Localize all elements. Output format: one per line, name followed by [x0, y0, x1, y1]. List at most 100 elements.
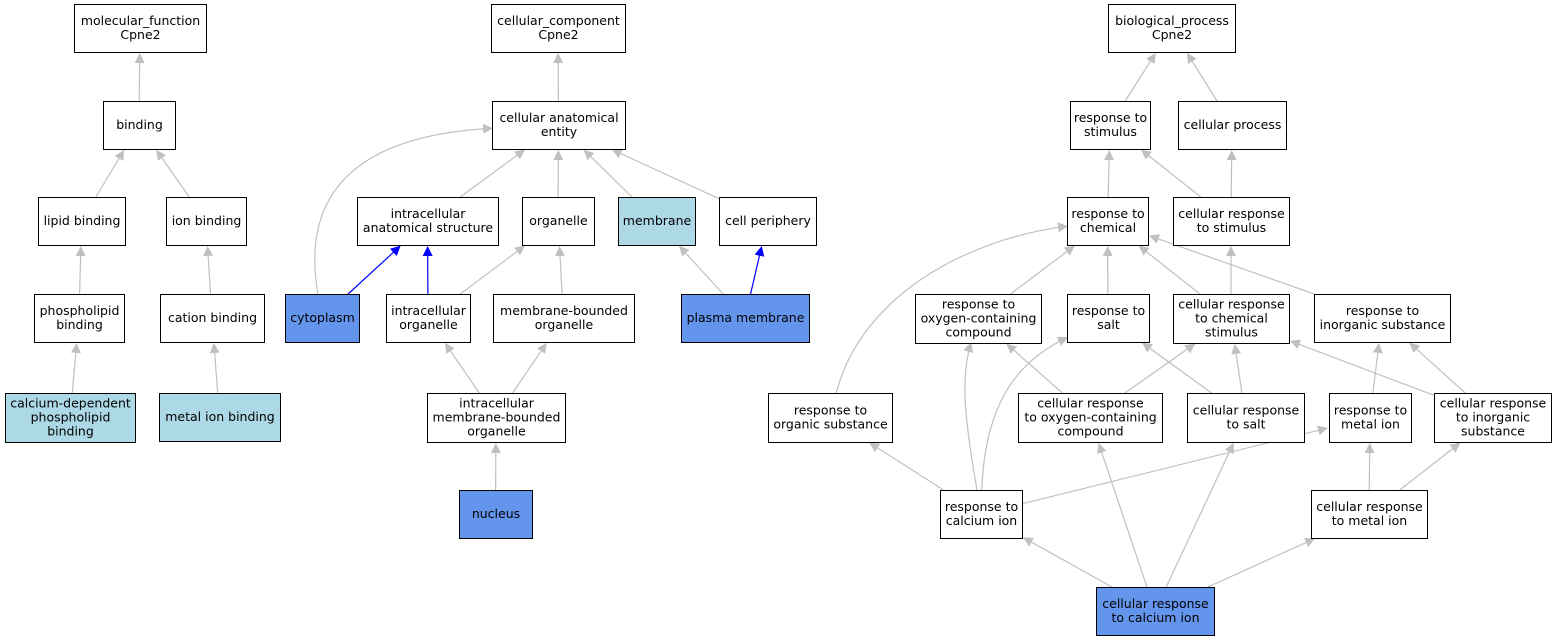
- edge-cdpb-to-phospholipid: [70, 342, 81, 394]
- node-label: stimulus: [1205, 325, 1258, 340]
- node-label: Cpne2: [1152, 27, 1192, 42]
- node-cytoplasm[interactable]: cytoplasm: [285, 294, 360, 343]
- edge-io-to-organelle: [459, 245, 526, 295]
- edge-ion-to-binding: [156, 149, 190, 198]
- node-label: to salt: [1226, 417, 1265, 432]
- node-label: cellular_component: [497, 13, 620, 28]
- edge-cytoplasm-to-ias: [347, 245, 401, 295]
- node-label: inorganic substance: [1320, 317, 1446, 332]
- node-box: [427, 393, 566, 443]
- node-label: stimulus: [1084, 124, 1137, 139]
- node-box: [159, 393, 281, 442]
- edge-cris-to-crcs: [1289, 339, 1435, 396]
- edge-crci-to-crsalt: [1165, 442, 1234, 588]
- node-box: [386, 294, 471, 343]
- node-box: [34, 294, 125, 343]
- node-cp[interactable]: cellular process: [1178, 101, 1287, 150]
- node-box: [681, 294, 810, 343]
- node-label: Cpne2: [120, 27, 160, 42]
- node-cation[interactable]: cation binding: [160, 294, 265, 343]
- node-box: [459, 490, 533, 539]
- node-label: calcium-dependent: [10, 396, 131, 411]
- edge-cp-to-bp: [1187, 52, 1218, 102]
- node-label: binding: [56, 317, 103, 332]
- node-box: [1067, 197, 1149, 246]
- node-box: [1173, 294, 1290, 344]
- node-label: calcium ion: [946, 513, 1017, 528]
- node-box: [491, 4, 626, 53]
- edge-rci-to-roc: [963, 342, 978, 491]
- node-nucleus[interactable]: nucleus: [459, 490, 533, 539]
- node-label: membrane: [623, 213, 692, 228]
- edge-cation-to-ion: [203, 245, 214, 295]
- node-box: [1070, 101, 1151, 150]
- node-box: [285, 294, 360, 343]
- node-label: metal ion: [1341, 417, 1400, 432]
- node-box: [1329, 393, 1412, 443]
- node-label: phospholipid: [40, 303, 120, 318]
- node-box: [1311, 490, 1428, 539]
- node-box: [166, 197, 247, 246]
- node-metalbind[interactable]: metal ion binding: [159, 393, 281, 442]
- node-pm[interactable]: plasma membrane: [681, 294, 810, 343]
- edge-pm-to-periphery: [749, 245, 765, 295]
- node-label: Cpne2: [538, 27, 578, 42]
- node-label: to calcium ion: [1112, 610, 1200, 625]
- node-label: response to: [1334, 403, 1407, 418]
- node-box: [522, 197, 595, 246]
- node-organelle[interactable]: organelle: [522, 197, 595, 246]
- edge-cytoplasm-to-cae: [314, 123, 493, 295]
- node-membrane[interactable]: membrane: [618, 197, 696, 246]
- node-label: cellular anatomical: [499, 110, 618, 125]
- node-label: response to: [1071, 206, 1144, 221]
- node-ion[interactable]: ion binding: [166, 197, 247, 246]
- node-box: [160, 294, 265, 343]
- node-label: anatomical structure: [363, 220, 493, 235]
- edge-phospholipid-to-lipid: [75, 245, 86, 295]
- node-label: compound: [945, 325, 1011, 340]
- node-lipid[interactable]: lipid binding: [38, 197, 126, 246]
- node-label: salt: [1097, 317, 1120, 332]
- edge-ros-to-rc: [835, 222, 1068, 394]
- edge-crcs-to-rc: [1138, 245, 1201, 295]
- node-label: organic substance: [773, 417, 888, 432]
- edge-mbo-to-organelle: [554, 245, 565, 295]
- node-box: [74, 4, 207, 53]
- node-periphery[interactable]: cell periphery: [719, 197, 817, 246]
- node-label: cation binding: [168, 310, 257, 325]
- node-binding[interactable]: binding: [103, 101, 176, 150]
- edge-imbo-to-io: [444, 342, 480, 394]
- node-label: binding: [47, 424, 94, 439]
- node-box: [1314, 294, 1451, 343]
- node-label: cellular response: [1178, 297, 1285, 312]
- node-box: [5, 393, 136, 443]
- node-box: [1187, 393, 1305, 443]
- edge-rmi-to-ris: [1372, 342, 1383, 394]
